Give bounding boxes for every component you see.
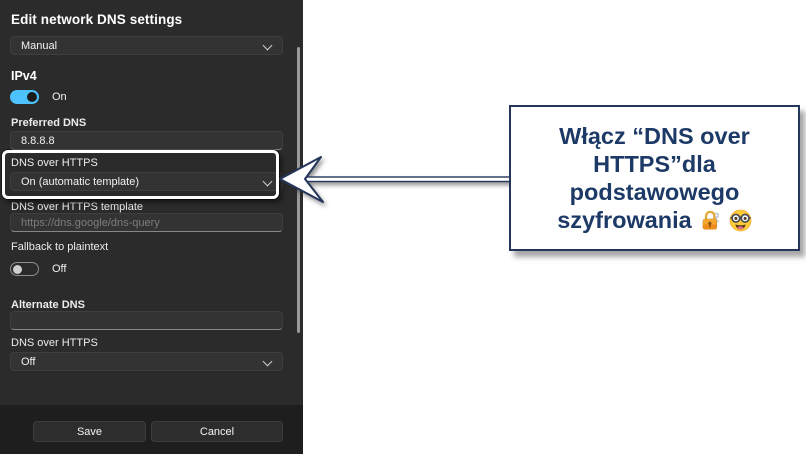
doh-primary-label: DNS over HTTPS — [11, 157, 98, 169]
dns-mode-dropdown[interactable]: Manual — [10, 36, 283, 55]
toggle-knob — [13, 265, 22, 274]
chevron-down-icon — [262, 356, 273, 367]
doh-alternate-value: Off — [21, 355, 36, 368]
cancel-button[interactable]: Cancel — [151, 421, 283, 442]
ipv4-toggle[interactable] — [10, 90, 39, 104]
doh-primary-value: On (automatic template) — [21, 175, 139, 188]
callout-line-text: szyfrowania — [557, 207, 692, 233]
alternate-dns-label: Alternate DNS — [11, 299, 85, 311]
doh-template-input[interactable]: https://dns.google/dns-query — [10, 213, 283, 232]
dialog-title: Edit network DNS settings — [11, 12, 183, 27]
ipv4-toggle-row: On — [10, 90, 67, 104]
fallback-plaintext-label: Fallback to plaintext — [11, 241, 109, 253]
ipv4-toggle-label: On — [52, 91, 67, 103]
save-button[interactable]: Save — [33, 421, 146, 442]
preferred-dns-value: 8.8.8.8 — [21, 134, 55, 147]
preferred-dns-label: Preferred DNS — [11, 117, 87, 129]
toggle-knob — [27, 92, 37, 102]
arrow-shaft — [303, 176, 515, 183]
locked-with-key-icon — [702, 210, 719, 229]
fallback-toggle[interactable] — [10, 262, 39, 276]
dns-settings-dialog: Edit network DNS settings Manual IPv4 On… — [0, 0, 303, 454]
arrow-head-icon — [279, 156, 324, 203]
doh-alternate-dropdown[interactable]: Off — [10, 352, 283, 371]
callout-line: podstawowego — [569, 179, 740, 205]
dialog-footer: Save Cancel — [0, 405, 303, 454]
chevron-down-icon — [262, 40, 273, 51]
doh-alternate-label: DNS over HTTPS — [11, 337, 98, 349]
callout-line-last: szyfrowania — [557, 206, 752, 234]
fallback-toggle-label: Off — [52, 263, 67, 275]
alternate-dns-input[interactable] — [10, 311, 283, 330]
highlight-box — [2, 150, 279, 199]
preferred-dns-input[interactable]: 8.8.8.8 — [10, 131, 283, 150]
dns-mode-value: Manual — [21, 39, 58, 52]
fallback-toggle-row: Off — [10, 262, 66, 276]
annotation-arrow — [279, 156, 515, 203]
doh-primary-dropdown[interactable]: On (automatic template) — [10, 172, 283, 191]
callout-line: Włącz “DNS over — [559, 123, 750, 149]
callout-line: HTTPS”dla — [593, 151, 716, 177]
doh-template-label: DNS over HTTPS template — [11, 201, 144, 213]
doh-template-placeholder: https://dns.google/dns-query — [21, 216, 160, 229]
scrollbar-thumb[interactable] — [297, 47, 300, 333]
nerd-face-icon — [729, 209, 752, 231]
ipv4-heading: IPv4 — [11, 69, 37, 83]
annotation-callout: Włącz “DNS over HTTPS”dla podstawowego s… — [509, 105, 800, 251]
